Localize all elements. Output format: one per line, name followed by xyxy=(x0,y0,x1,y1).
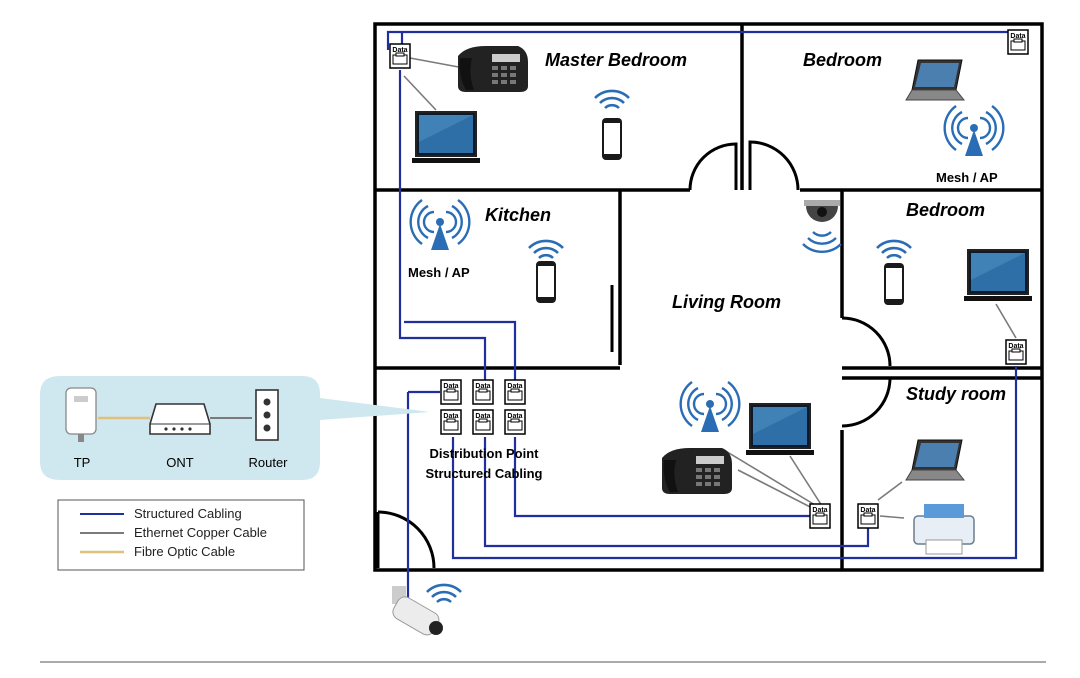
desk-phone-icon xyxy=(458,46,528,92)
data-jack-study xyxy=(857,503,879,529)
legend: Structured Cabling Ethernet Copper Cable… xyxy=(57,499,305,571)
data-jack-bedroom-top xyxy=(1007,29,1029,55)
tv-icon xyxy=(411,111,481,164)
door-swings xyxy=(376,140,892,569)
network-callout: TP ONT Router xyxy=(40,376,430,480)
data-jack-master xyxy=(389,43,411,69)
data-jack-living xyxy=(809,503,831,529)
router-icon xyxy=(255,389,279,441)
tp-icon xyxy=(65,387,97,442)
room-label-bedroom-right: Bedroom xyxy=(906,200,985,220)
mesh-ap-icon xyxy=(409,198,471,252)
laptop-icon xyxy=(905,439,965,481)
wifi-icon xyxy=(875,239,913,260)
copper-cabling xyxy=(403,57,1017,519)
structured-cabling xyxy=(386,30,1018,612)
tv-icon xyxy=(963,249,1033,302)
distribution-point-label: Distribution Point xyxy=(429,446,539,461)
mesh-ap-icon xyxy=(943,104,1005,158)
legend-label: Structured Cabling xyxy=(134,506,242,521)
mesh-ap-label: Mesh / AP xyxy=(936,170,998,185)
tp-label: TP xyxy=(74,455,91,470)
data-jack-bedroom-right xyxy=(1005,339,1027,365)
house-walls xyxy=(373,22,1044,572)
room-label-living-room: Living Room xyxy=(672,292,781,312)
dome-camera-icon xyxy=(802,200,842,254)
wifi-icon xyxy=(425,583,463,604)
structured-cabling-label: Structured Cabling xyxy=(425,466,542,481)
mesh-ap-icon xyxy=(679,380,741,434)
room-label-study-room: Study room xyxy=(906,384,1006,404)
legend-label: Ethernet Copper Cable xyxy=(134,525,267,540)
room-label-bedroom-top: Bedroom xyxy=(803,50,882,70)
smartphone-icon xyxy=(602,118,622,160)
router-label: Router xyxy=(248,455,288,470)
legend-label: Fibre Optic Cable xyxy=(134,544,235,559)
distribution-panel xyxy=(440,379,526,435)
wifi-icon xyxy=(593,89,631,110)
printer-icon xyxy=(913,504,975,555)
smartphone-icon xyxy=(884,263,904,305)
wifi-icon xyxy=(527,239,565,260)
smartphone-icon xyxy=(536,261,556,303)
ont-icon xyxy=(149,403,211,435)
room-label-master-bedroom: Master Bedroom xyxy=(545,50,687,70)
room-label-kitchen: Kitchen xyxy=(485,205,551,225)
mesh-ap-label: Mesh / AP xyxy=(408,265,470,280)
ont-label: ONT xyxy=(166,455,194,470)
desk-phone-icon xyxy=(662,448,732,494)
laptop-icon xyxy=(905,59,965,101)
tv-icon xyxy=(745,403,815,456)
bullet-camera-icon xyxy=(392,586,443,636)
